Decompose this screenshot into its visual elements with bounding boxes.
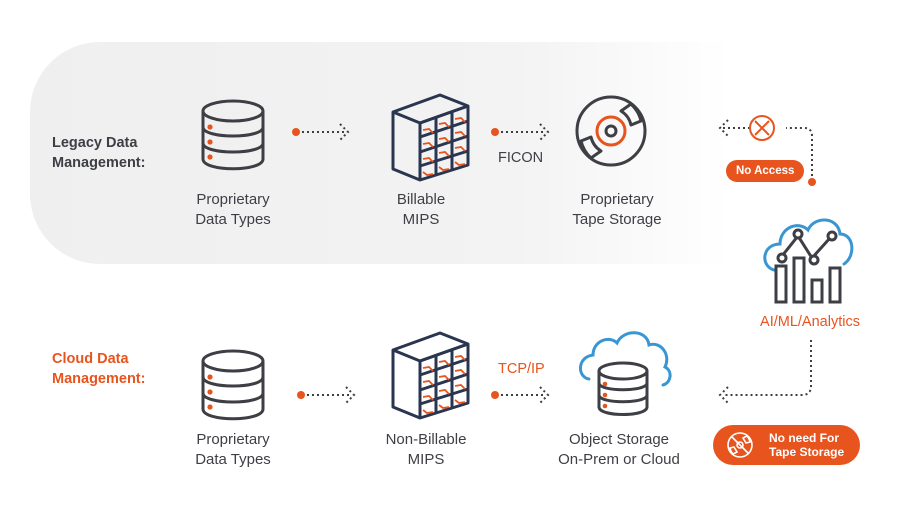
cloud-row-label: Cloud Data Management: — [52, 349, 145, 389]
database-icon — [201, 349, 265, 421]
no-access-badge-text: No Access — [736, 165, 795, 177]
legacy-panel-background — [30, 42, 730, 264]
caption-line1: Object Storage — [568, 431, 670, 448]
mainframe-rack-icon — [391, 331, 470, 420]
legacy-step-1-caption: Proprietary Data Types — [153, 190, 313, 230]
mainframe-rack-icon — [391, 93, 470, 182]
caption-line1: Non-Billable — [385, 431, 467, 448]
caption-line1: Proprietary — [196, 431, 270, 448]
legacy-step-2-caption: Billable MIPS — [341, 190, 501, 230]
caption-line2: Data Types — [195, 211, 271, 228]
analytics-label: AI/ML/Analytics — [760, 314, 860, 330]
cloud-step-3-caption: Object Storage On-Prem or Cloud — [539, 430, 699, 470]
ficon-connector-label: FICON — [498, 150, 544, 166]
caption-line2: MIPS — [407, 451, 445, 468]
cloud-label-line2: Management: — [52, 371, 146, 387]
no-tape-icon — [727, 432, 753, 458]
caption-line1: Proprietary — [580, 191, 654, 208]
legacy-step-3-caption: Proprietary Tape Storage — [537, 190, 697, 230]
connector-legacy-2 — [491, 123, 550, 141]
connector-analytics-return — [718, 340, 812, 404]
caption-line2: Tape Storage — [572, 211, 662, 228]
cloud-step-2-caption: Non-Billable MIPS — [346, 430, 506, 470]
cloud-step-1-caption: Proprietary Data Types — [153, 430, 313, 470]
connector-legacy-1 — [292, 123, 350, 141]
x-circle-icon — [749, 115, 775, 141]
no-tape-storage-badge: No need For Tape Storage — [713, 425, 861, 465]
caption-line1: Proprietary — [196, 191, 270, 208]
cloud-analytics-icon — [763, 218, 854, 304]
caption-line2: MIPS — [402, 211, 440, 228]
caption-line2: On-Prem or Cloud — [558, 451, 680, 468]
caption-line1: Billable — [396, 191, 446, 208]
caption-line2: Data Types — [195, 451, 271, 468]
connector-cloud-2 — [491, 386, 550, 404]
legacy-label-line1: Legacy Data — [52, 135, 138, 151]
legacy-label-line2: Management: — [52, 155, 146, 171]
connector-cloud-1 — [297, 386, 356, 404]
tape-disc-icon — [575, 95, 647, 167]
cloud-database-icon — [579, 331, 672, 416]
no-access-badge: No Access — [726, 160, 805, 182]
legacy-row-label: Legacy Data Management: — [52, 133, 145, 173]
cloud-label-line1: Cloud Data — [52, 351, 129, 367]
tcpip-connector-label: TCP/IP — [498, 361, 545, 377]
database-icon — [201, 99, 265, 171]
no-tape-storage-badge-text: No need For Tape Storage — [769, 431, 845, 459]
connector-no-access — [718, 115, 816, 186]
